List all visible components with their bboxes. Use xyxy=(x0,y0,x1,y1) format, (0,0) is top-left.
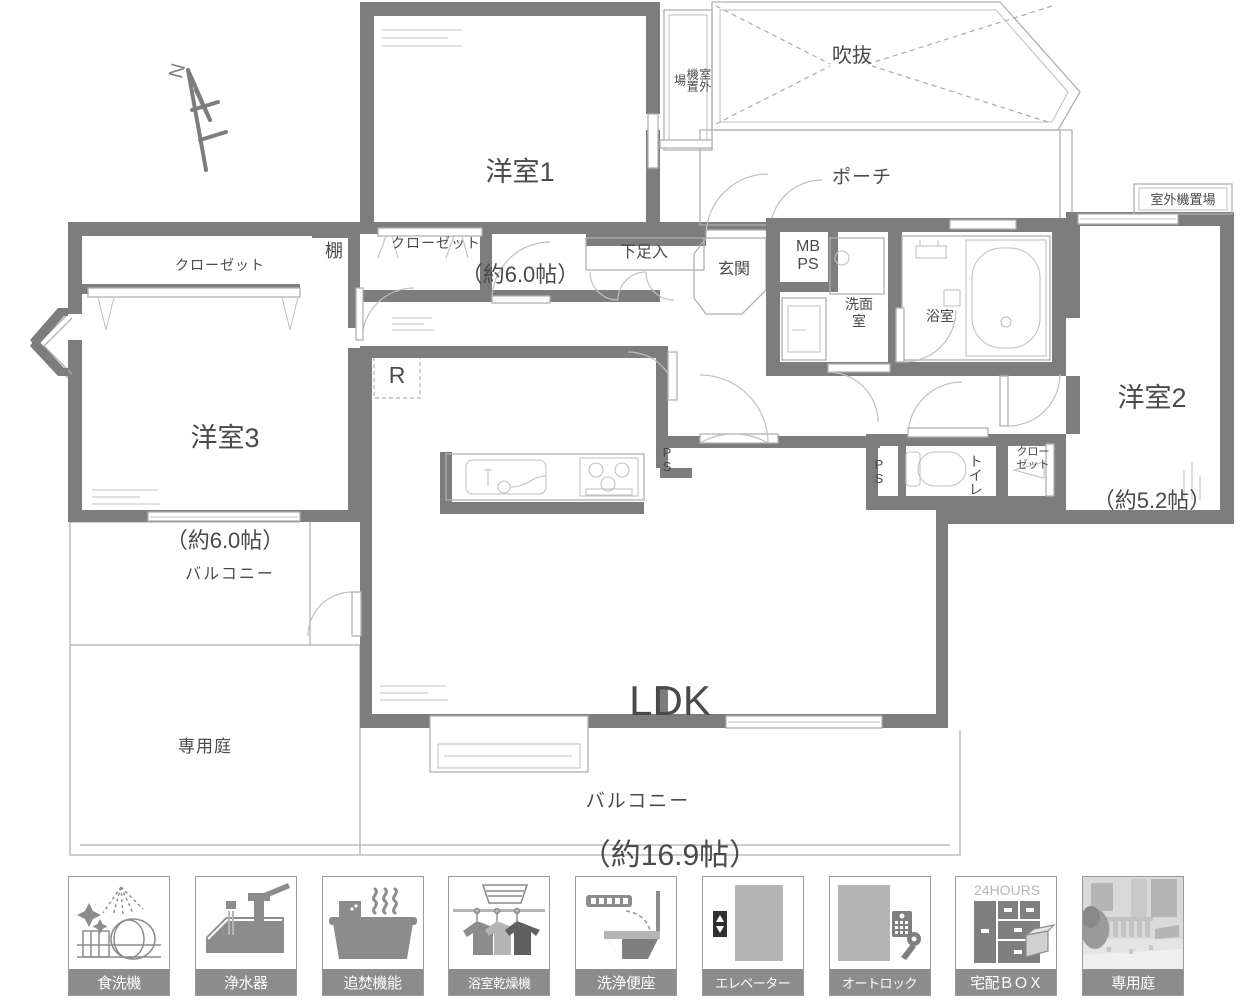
amenity-bathroom-dryer: 浴室乾燥機 xyxy=(448,876,551,996)
amenity-dishwasher: 食洗機 xyxy=(68,876,170,996)
amenity-label: 食洗機 xyxy=(69,969,169,995)
amenity-water-purifier: 浄水器 xyxy=(194,876,297,996)
amenity-washlet: 洗浄便座 xyxy=(575,876,677,996)
amenity-label: オートロック xyxy=(829,969,930,995)
water-purifier-icon xyxy=(196,877,296,969)
auto-lock-icon xyxy=(830,877,930,969)
amenity-icon-strip: 食洗機 浄水器 xyxy=(68,876,1184,998)
delivery-box-icon: 24HOURS xyxy=(956,877,1057,969)
amenity-label: 洗浄便座 xyxy=(576,969,676,995)
amenity-label: 浄水器 xyxy=(195,969,296,995)
dishwasher-icon xyxy=(69,877,169,969)
floor-plan-drawing: .w { fill:#7d7d7d; } .tl { fill:none; st… xyxy=(30,1,1234,872)
private-garden-icon xyxy=(1083,877,1183,969)
amenity-label: エレベーター xyxy=(702,969,803,995)
north-arrow: N xyxy=(150,28,270,178)
bath-reheat-icon xyxy=(323,877,423,969)
amenity-label: 追焚機能 xyxy=(322,969,423,995)
amenity-label: 専用庭 xyxy=(1083,969,1183,995)
bathroom-dryer-icon xyxy=(449,877,549,969)
amenity-elevator: エレベーター xyxy=(701,876,804,996)
amenity-label: 浴室乾燥機 xyxy=(449,969,550,995)
amenity-private-garden: 専用庭 xyxy=(1082,876,1184,996)
amenity-label: 宅配ＢＯＸ xyxy=(956,969,1057,995)
amenity-auto-lock: オートロック xyxy=(828,876,931,996)
amenity-delivery-box: 24HOURS 宅配ＢＯＸ xyxy=(955,876,1058,996)
washlet-icon xyxy=(576,877,676,969)
amenity-bath-reheat: 追焚機能 xyxy=(321,876,424,996)
north-label: N xyxy=(163,61,188,81)
hours-badge-text: 24HOURS xyxy=(974,882,1040,898)
elevator-icon xyxy=(703,877,803,969)
